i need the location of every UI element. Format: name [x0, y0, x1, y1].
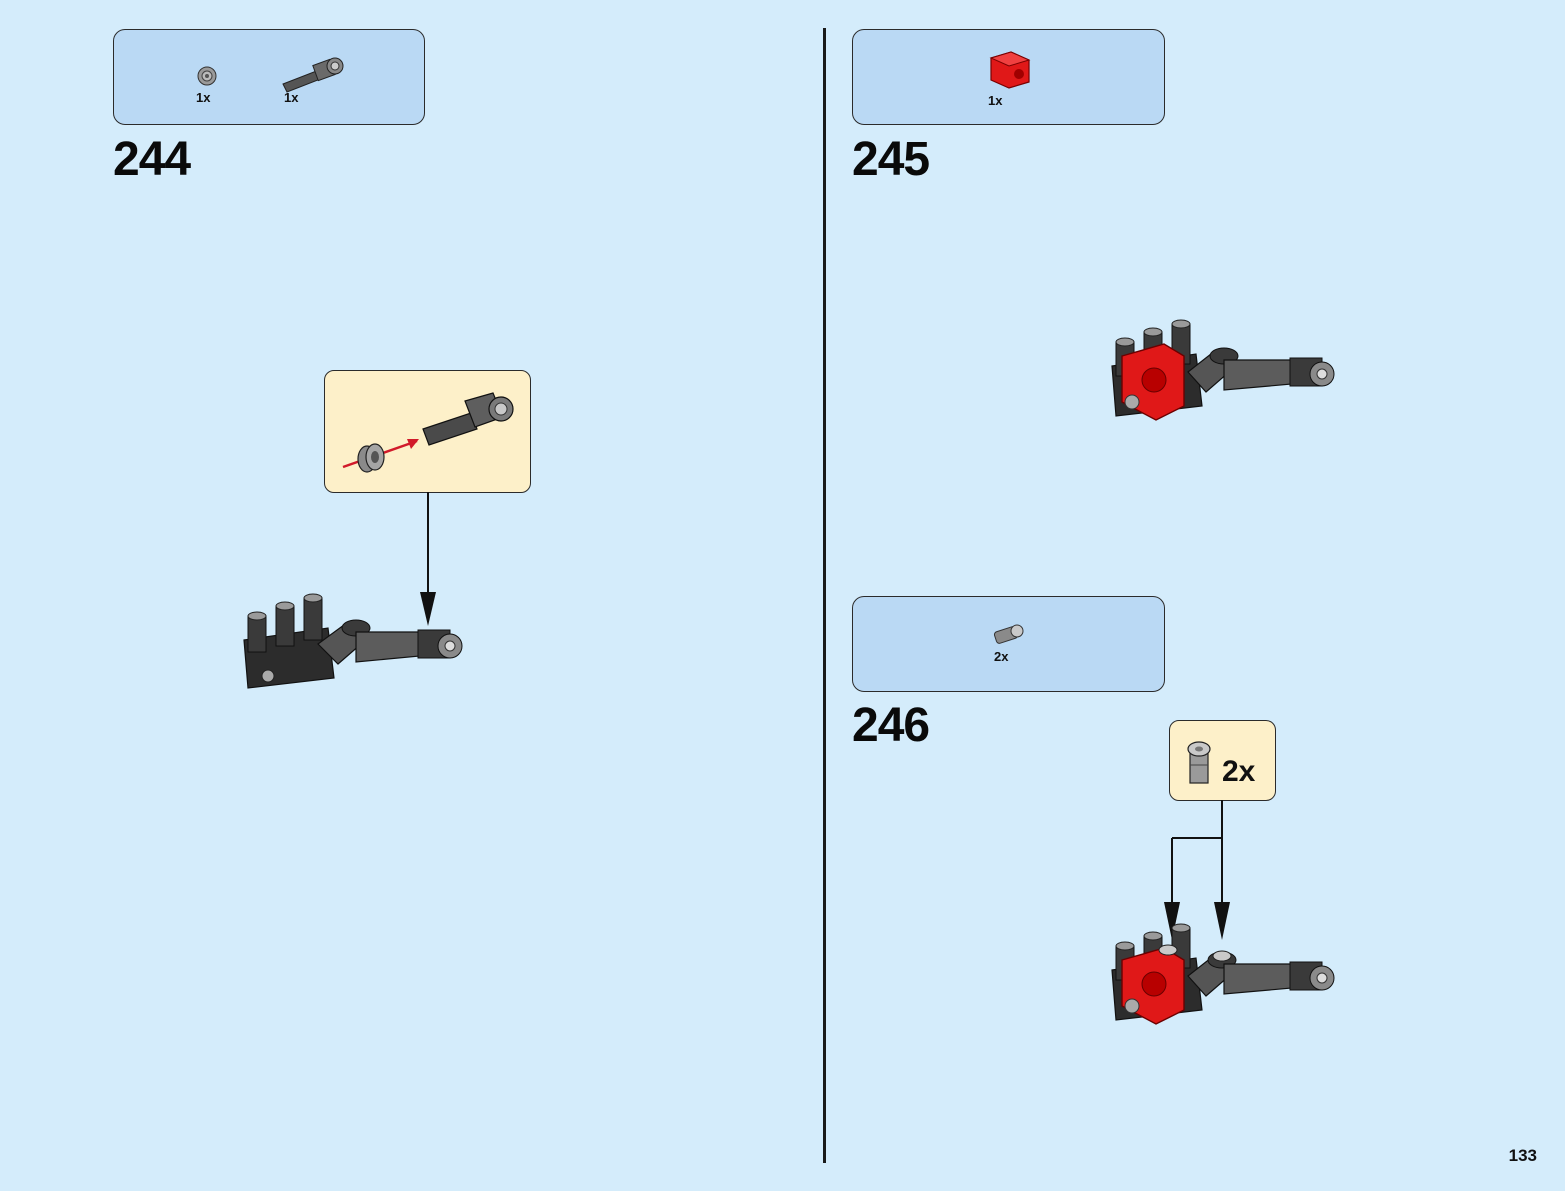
part-qty: 1x	[284, 90, 299, 105]
parts-list-246: 2x	[852, 596, 1165, 692]
callout-arrow	[420, 492, 436, 626]
arm-assembly-246	[1111, 923, 1335, 1025]
step-number-245: 245	[852, 133, 930, 186]
callout-qty: 2x	[1222, 755, 1256, 788]
step-number-246: 246	[852, 699, 930, 752]
callout-244	[324, 370, 531, 493]
assembly-sub-illustration	[342, 392, 514, 473]
parts-list-245: 1x	[852, 29, 1165, 125]
pin-icon	[1187, 741, 1211, 784]
page-divider	[823, 28, 826, 1163]
axle-connector-icon	[282, 57, 344, 93]
callout-246: 2x	[1169, 720, 1276, 801]
bush-icon	[197, 66, 217, 86]
page-number: 133	[1508, 1146, 1537, 1165]
callout-arrows-246	[1164, 800, 1230, 940]
step-number-244: 244	[113, 133, 191, 186]
part-qty: 1x	[196, 90, 211, 105]
red-angle-connector-icon	[989, 51, 1031, 89]
part-qty: 1x	[988, 93, 1003, 108]
arm-assembly-245	[1111, 319, 1335, 421]
parts-list-244: 1x 1x	[113, 29, 425, 125]
part-qty: 2x	[994, 649, 1009, 664]
pin-icon	[993, 624, 1024, 644]
arm-assembly-244	[243, 593, 463, 689]
